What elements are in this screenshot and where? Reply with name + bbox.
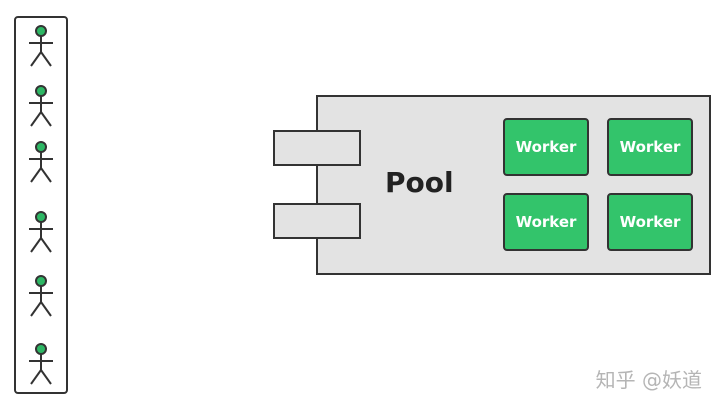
worker-box: Worker [503,193,589,251]
person-icon [29,141,53,183]
worker-box: Worker [607,193,693,251]
watermark: 知乎 @妖道 [595,368,702,392]
person-icon [29,25,53,67]
worker-box: Worker [503,118,589,176]
person-icon [29,343,53,385]
person-icon [29,211,53,253]
worker-box: Worker [607,118,693,176]
person-icon [29,275,53,317]
pool-port-top [273,130,361,166]
person-icon [29,85,53,127]
request-queue [14,16,68,394]
pool-port-bottom [273,203,361,239]
pool-label: Pool [385,166,454,199]
